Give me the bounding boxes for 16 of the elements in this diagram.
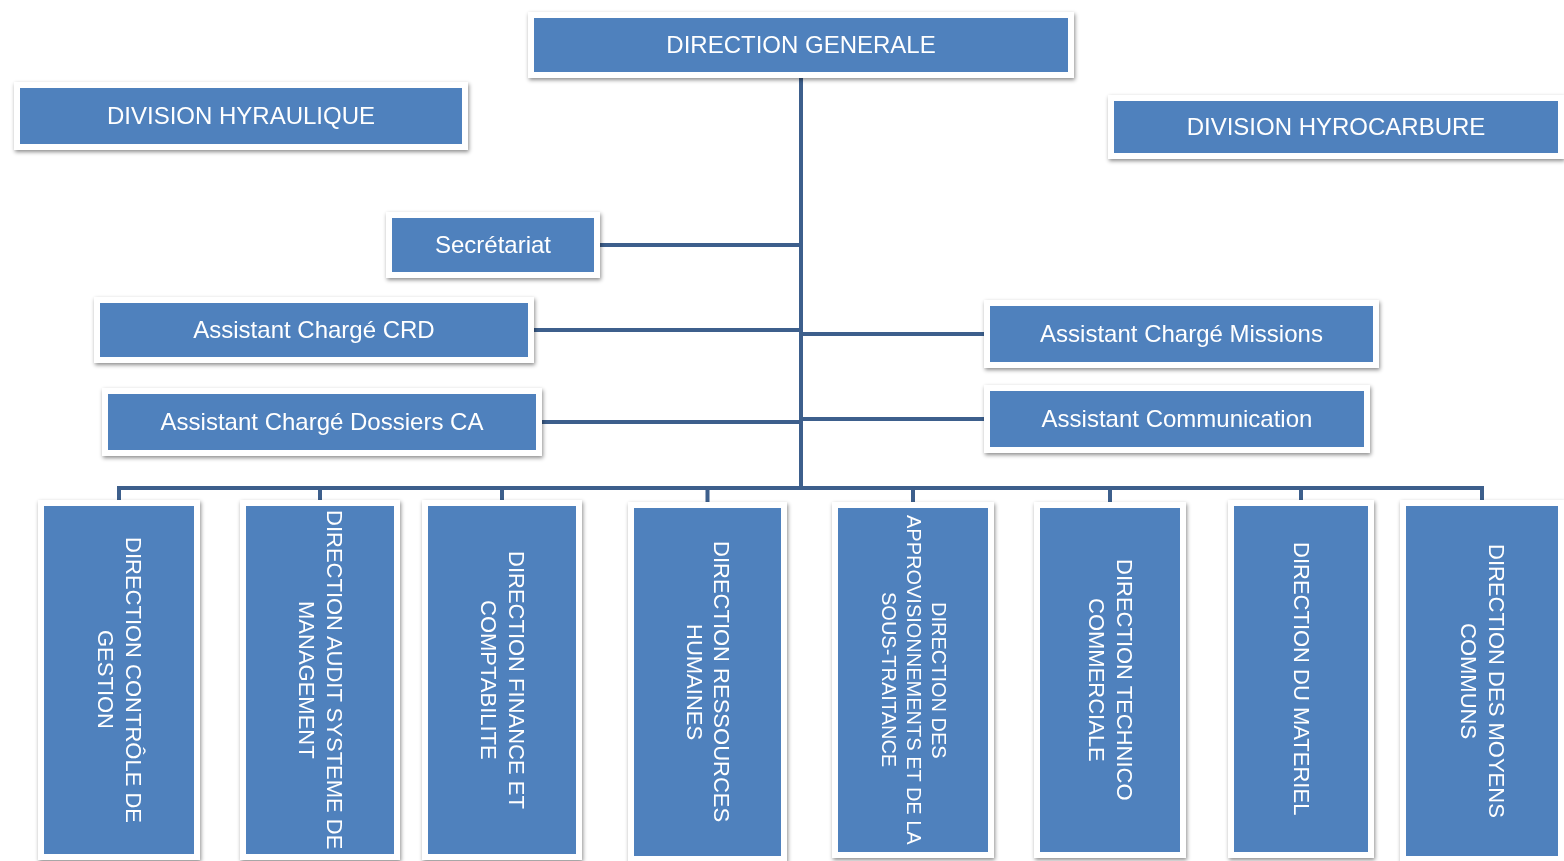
box-label: Assistant Chargé Dossiers CA	[160, 407, 484, 437]
box-label: DIRECTION CONTRÔLE DE GESTION	[92, 536, 147, 825]
box-label: Assistant Chargé CRD	[193, 315, 435, 345]
box-label: Secrétariat	[434, 230, 552, 260]
box-label: DIVISION HYROCARBURE	[1186, 112, 1486, 142]
box-label: DIVISION HYRAULIQUE	[106, 101, 376, 131]
box-label: DIRECTION RESSOURCES HUMAINES	[680, 540, 735, 825]
box-label: DIRECTION GENERALE	[666, 30, 936, 60]
box-label: DIRECTION TECHNICO COMMERCIALE	[1083, 558, 1138, 803]
box-label: Assistant Chargé Missions	[1040, 319, 1323, 349]
box-label: DIRECTION DU MATERIEL	[1287, 542, 1315, 816]
box-label: DIRECTION DES APPROVISIONNEMENTS ET DE LA SOUS-TRAITANCE	[876, 514, 951, 847]
box-label: DIRECTION AUDIT SYSTEME DE MANAGEMENT	[293, 509, 348, 852]
box-label: Assistant Communication	[1041, 404, 1313, 434]
box-label: DIRECTION DES MOYENS COMMUNS	[1455, 543, 1510, 820]
box-label: DIRECTION FINANCE ET COMPTABILITE	[475, 550, 530, 811]
